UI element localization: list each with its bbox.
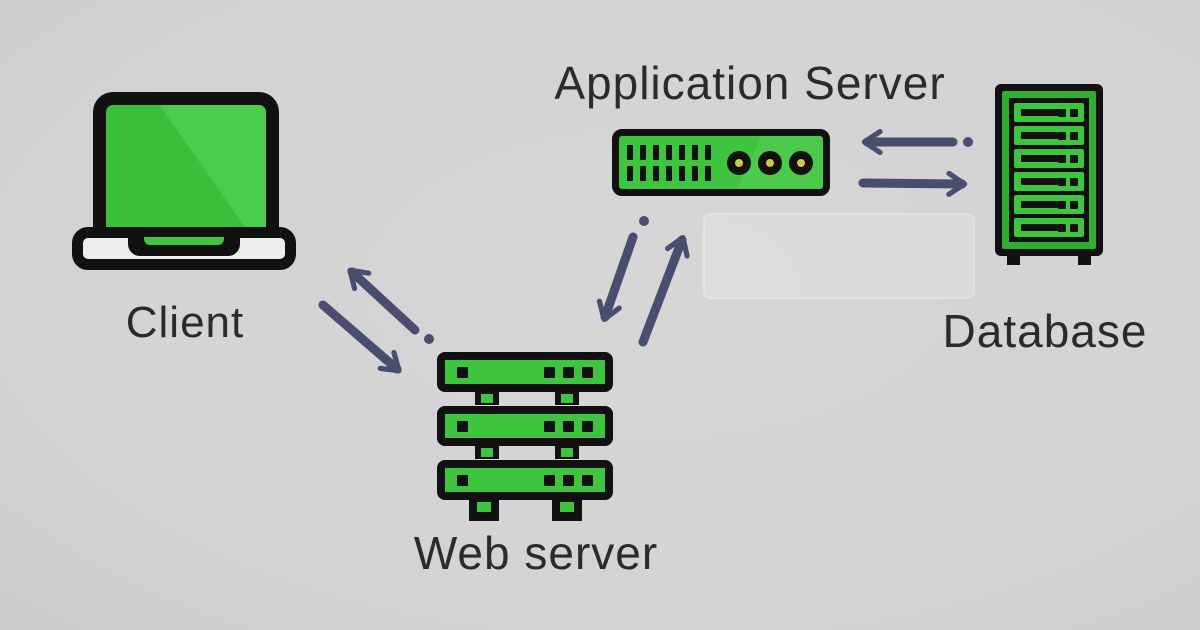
dot-accent [424,334,434,344]
db-drive-slot [1014,172,1084,191]
led-indicator [758,150,782,175]
server-unit [437,352,613,392]
arrow-webserver-appserver [596,216,690,347]
db-drive-slot [1014,126,1084,145]
server-foot [552,499,582,521]
led-row [727,150,813,175]
database-tower-icon [995,84,1103,265]
laptop-screen [93,92,279,245]
dot-accent [963,137,973,147]
db-drive-slot [1014,195,1084,214]
db-drive-slot [1014,218,1084,237]
dot-accent [639,216,649,226]
laptop-base [72,227,296,270]
arrow-client-webserver [318,267,434,374]
rack-server-icon [612,129,830,196]
web-server-label: Web server [413,527,659,579]
db-drive-slot [1014,103,1084,122]
server-unit [437,406,613,446]
server-stack-icon [437,352,613,524]
server-unit [437,460,613,500]
led-indicator [789,150,813,175]
server-foot [469,499,499,521]
db-foot [1007,256,1020,265]
vent-grid [627,144,711,181]
led-indicator [727,150,751,175]
db-foot [1078,256,1091,265]
app-server-label: Application Server [554,57,946,109]
watermark-remnant [703,213,975,299]
database-label: Database [942,305,1148,357]
laptop-notch [128,237,240,256]
db-drive-slot [1014,149,1084,168]
arrow-appserver-database [858,128,973,197]
client-label: Client [125,298,245,347]
